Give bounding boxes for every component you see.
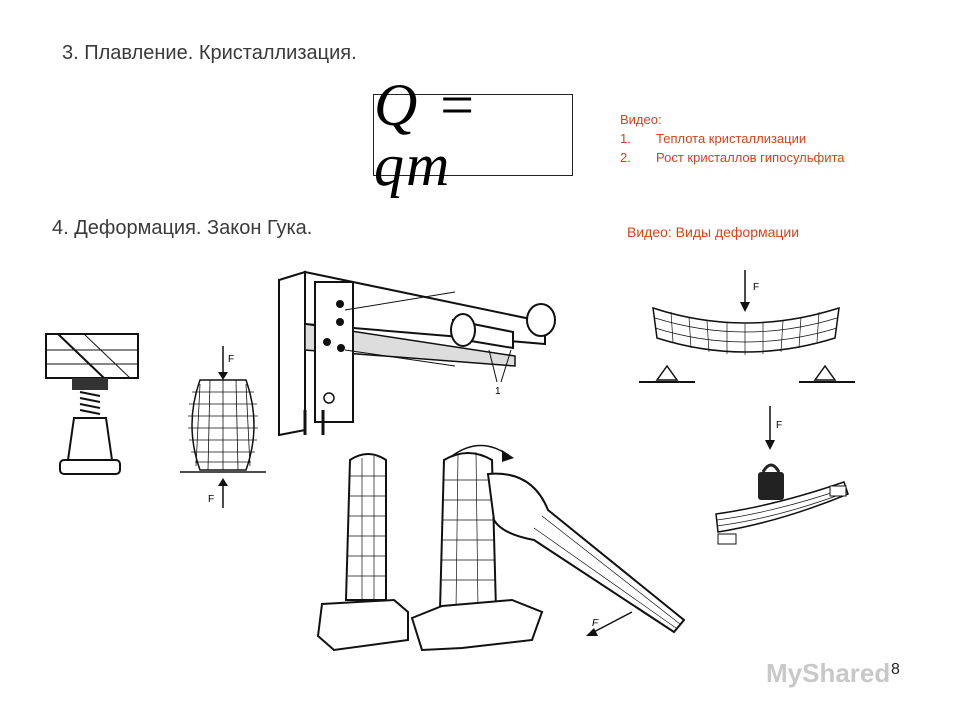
force-label: F: [776, 420, 782, 431]
list-number: 1.: [620, 131, 631, 146]
page-number: 8: [891, 661, 900, 678]
heat-formula: Q = qm: [374, 72, 479, 198]
barrel-compression-illustration: F F: [180, 346, 266, 508]
beam-shear-illustration: 1: [278, 270, 556, 437]
torsion-wrench-illustration: F: [316, 444, 686, 652]
plank-weight-illustration: F: [715, 406, 849, 545]
video-list-melting: Видео: 1. Теплота кристаллизации 2. Рост…: [620, 110, 845, 167]
video-list-header: Видео:: [620, 112, 662, 127]
force-label: F: [592, 618, 599, 629]
list-label: Рост кристаллов гипосульфита: [656, 150, 845, 165]
force-label: F: [753, 282, 759, 293]
list-label: Теплота кристаллизации: [656, 131, 807, 146]
beam-bending-illustration: F: [639, 270, 855, 383]
formula-box: Q = qm: [373, 75, 573, 195]
bolt-label: 1: [495, 386, 501, 397]
jack-compression-illustration: [45, 333, 139, 475]
video-link-crystallization-heat[interactable]: 1. Теплота кристаллизации: [620, 129, 845, 148]
force-label: F: [228, 354, 234, 365]
video-link-deformation-types[interactable]: Видео: Виды деформации: [627, 224, 800, 240]
section-3-title: 3. Плавление. Кристаллизация.: [62, 42, 357, 64]
watermark-logo: MyShared: [766, 658, 891, 688]
video-link-crystal-growth[interactable]: 2. Рост кристаллов гипосульфита: [620, 148, 845, 167]
force-label: F: [208, 494, 214, 505]
list-number: 2.: [620, 150, 631, 165]
section-4-title: 4. Деформация. Закон Гука.: [52, 217, 313, 239]
